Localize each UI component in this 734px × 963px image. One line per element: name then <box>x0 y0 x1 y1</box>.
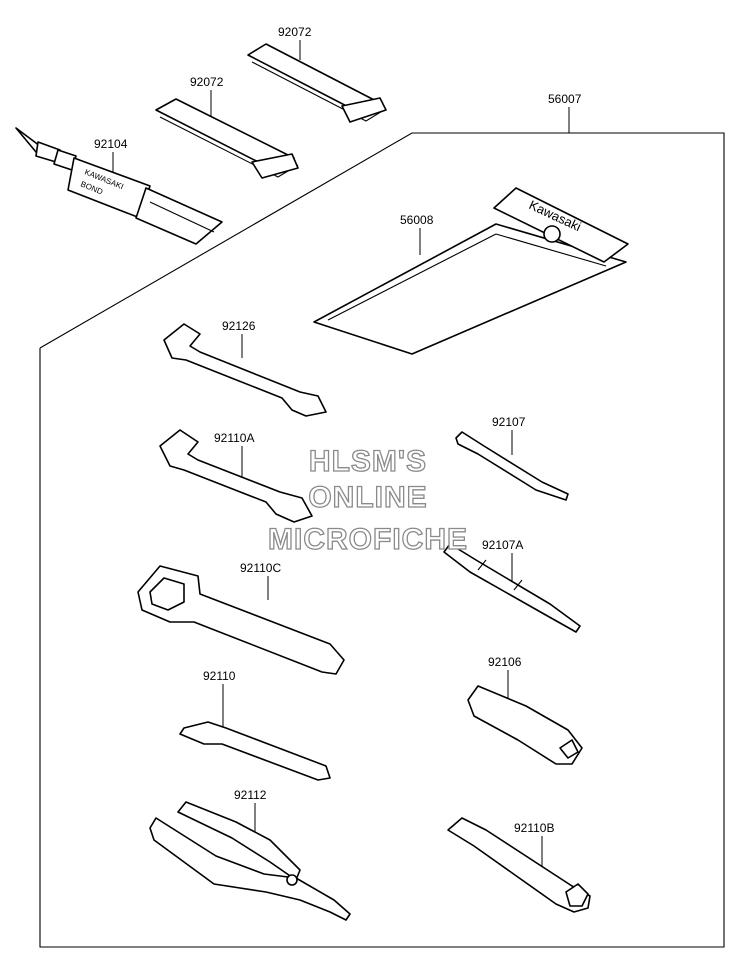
bond-tube: KAWASAKI BOND <box>15 127 223 245</box>
strap-lower <box>155 98 299 179</box>
watermark: HLSM'S ONLINE MICROFICHE <box>267 444 468 556</box>
label-92110C: 92110C <box>240 561 281 575</box>
label-92112: 92112 <box>234 788 267 802</box>
tool-pouch: Kawasaki <box>313 187 629 355</box>
plug-wrench-92110C <box>137 565 345 675</box>
tool-92110B <box>447 817 591 913</box>
watermark-line-3: MICROFICHE <box>268 523 468 556</box>
label-92104: 92104 <box>94 137 128 151</box>
label-92110A: 92110A <box>214 431 254 445</box>
label-92107: 92107 <box>492 415 526 429</box>
pliers-92112 <box>149 801 351 921</box>
watermark-line-1: HLSM'S <box>309 445 427 478</box>
label-92107A: 92107A <box>482 538 523 552</box>
label-92106: 92106 <box>488 655 522 669</box>
label-92110: 92110 <box>203 669 236 683</box>
strap-upper <box>247 43 387 123</box>
label-92072-lower: 92072 <box>190 75 224 89</box>
tool-92106 <box>467 685 583 765</box>
label-92126: 92126 <box>222 319 256 333</box>
label-56008: 56008 <box>400 213 434 227</box>
screwdriver-92107A <box>443 543 581 633</box>
tool-kit-boundary <box>39 132 725 948</box>
label-56007: 56007 <box>548 92 582 106</box>
hex-wrench-92110 <box>179 721 331 781</box>
open-end-wrench-92126 <box>163 323 327 417</box>
screwdriver-92107 <box>455 431 569 501</box>
label-92072-upper: 92072 <box>278 25 312 39</box>
part-number-labels: 92072 92072 92104 56007 56008 92126 9211… <box>94 25 582 835</box>
open-end-wrench-92110A <box>159 429 313 523</box>
watermark-line-2: ONLINE <box>308 481 427 514</box>
label-92110B: 92110B <box>514 821 554 835</box>
